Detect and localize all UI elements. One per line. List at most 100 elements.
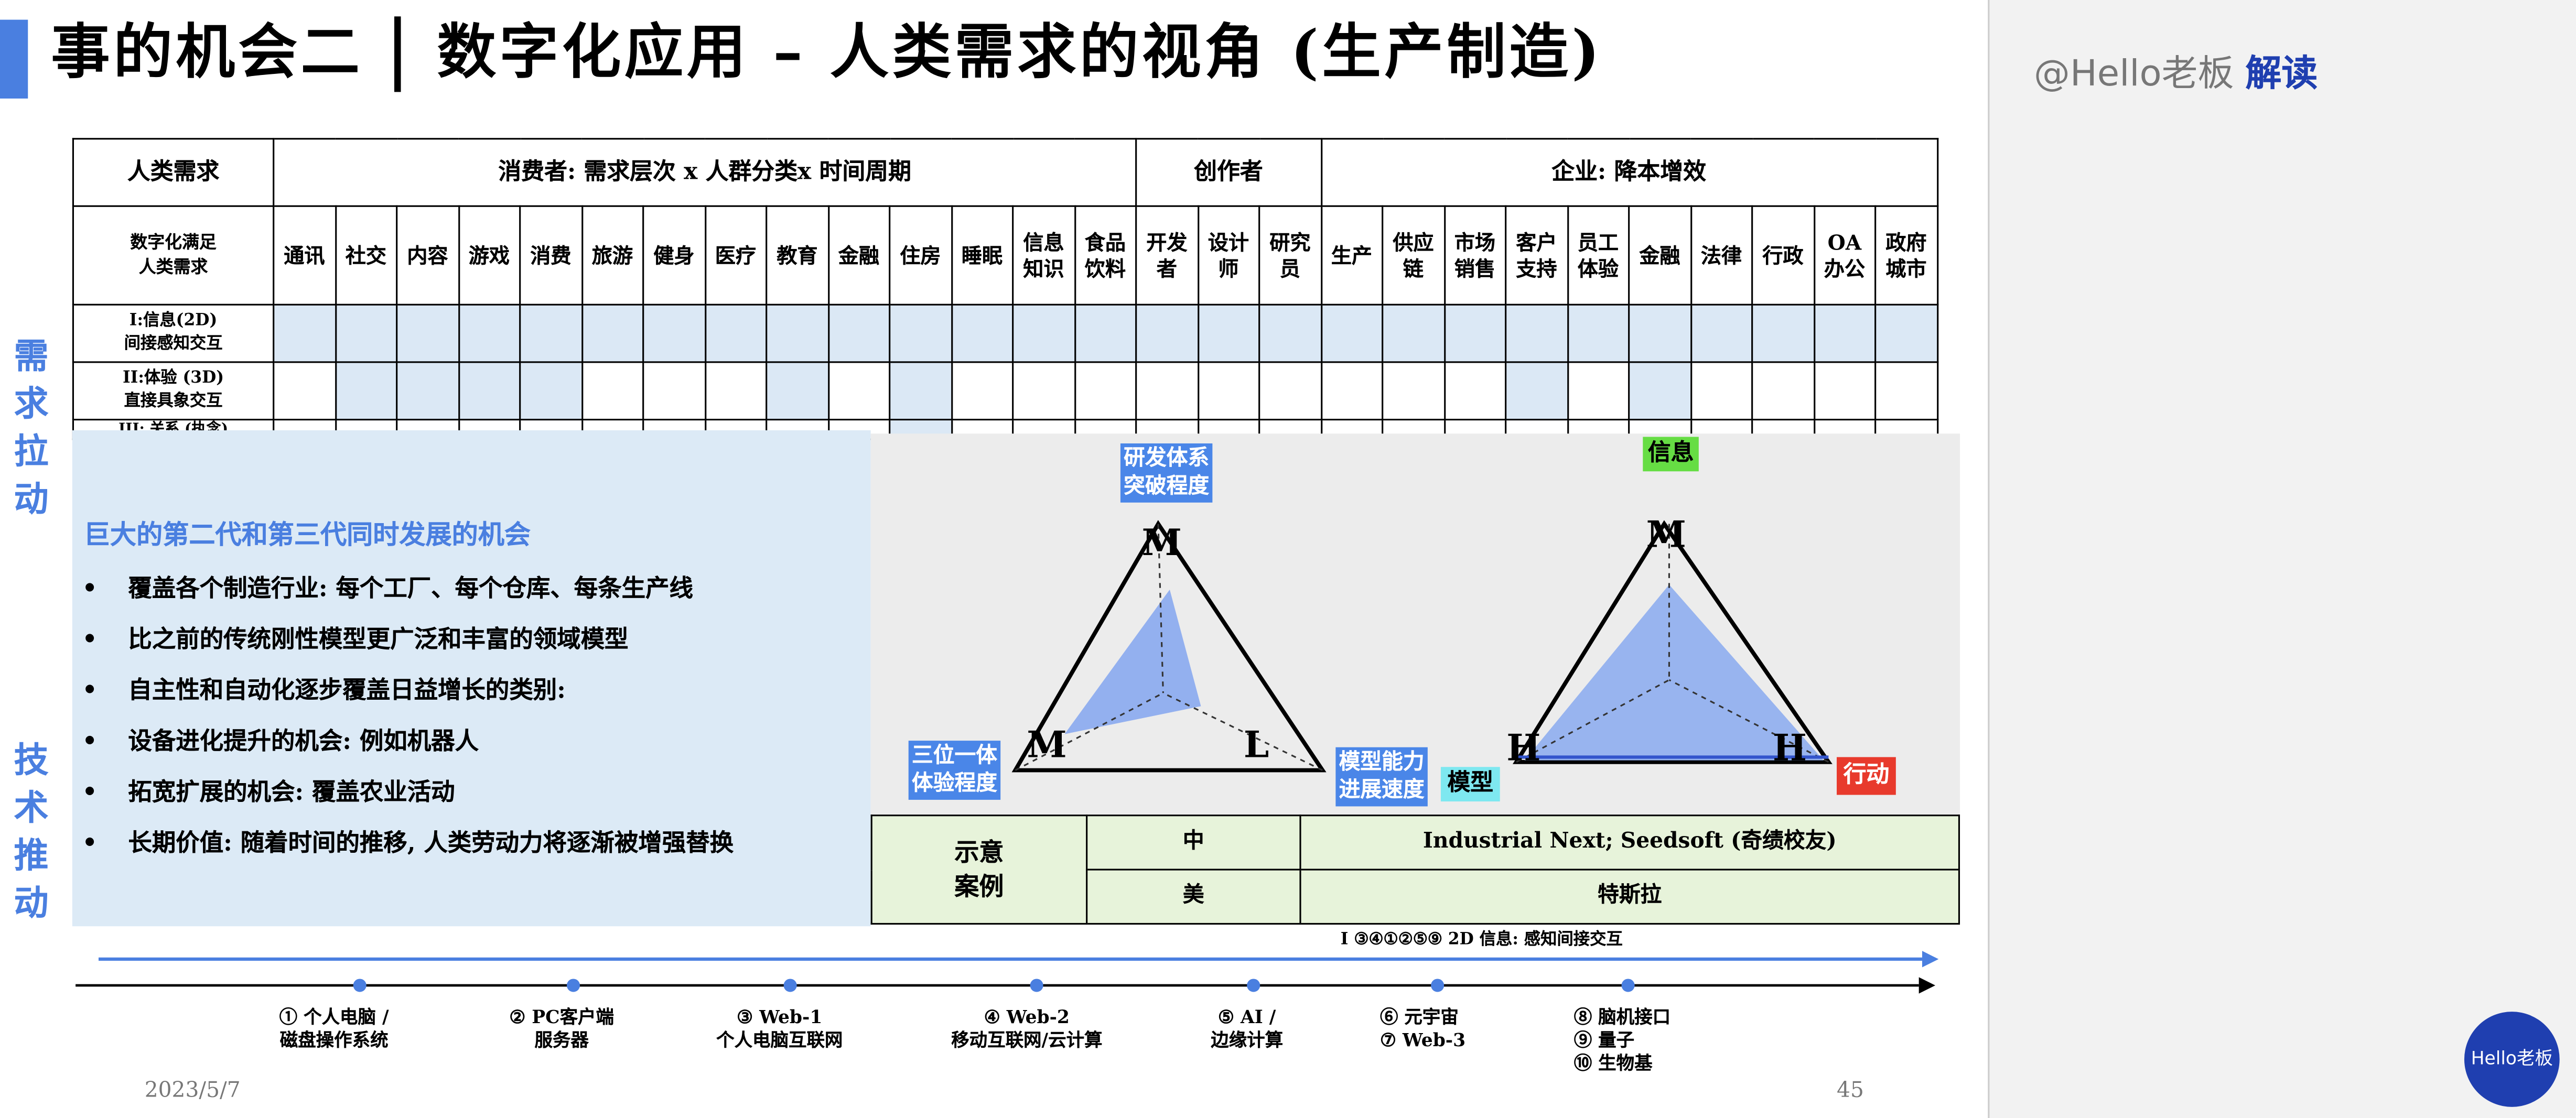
header-enterprise: 企业: 降本增效 [1320, 138, 1938, 207]
example-china-value: Industrial Next; Seedsoft (奇绩校友) [1299, 815, 1960, 871]
left-top-letter: M [1141, 522, 1182, 565]
table-cell [457, 303, 521, 363]
right-triangle [1512, 520, 1833, 764]
category-header: 法律 [1689, 205, 1753, 306]
label-trinity-experience: 三位一体体验程度 [908, 741, 1001, 800]
bullet-2: •比之前的传统刚性模型更广泛和丰富的领域模型 [82, 625, 629, 654]
category-header: 住房 [889, 205, 952, 306]
category-header: 政府城市 [1874, 205, 1938, 306]
example-china: 中 [1086, 815, 1301, 871]
table-cell [827, 361, 891, 421]
table-cell [1073, 303, 1137, 363]
left-bottom-right-letter: L [1243, 724, 1269, 767]
author-credit: @Hello老板 解读 [2034, 54, 2318, 95]
page-title: 事的机会二 [51, 18, 363, 88]
header-creator: 创作者 [1135, 138, 1322, 207]
table-cell [766, 361, 829, 421]
table-cell [704, 361, 768, 421]
bullet-3: •自主性和自动化逐步覆盖日益增长的类别: [82, 676, 566, 705]
table-cell [1751, 361, 1815, 421]
category-header: 内容 [396, 205, 459, 306]
table-cell [1012, 361, 1075, 421]
bullet-5: •拓宽扩展的机会: 覆盖农业活动 [82, 778, 455, 807]
table-cell [1258, 361, 1322, 421]
example-label: 示意案例 [870, 815, 1088, 925]
table-cell [1874, 303, 1938, 363]
left-triangle [1011, 520, 1327, 773]
table-cell [1813, 361, 1877, 421]
category-header: 教育 [766, 205, 829, 306]
table-cell [1382, 303, 1445, 363]
table-cell [1813, 303, 1877, 363]
category-header: 游戏 [457, 205, 521, 306]
example-table: 示意案例 中 Industrial Next; Seedsoft (奇绩校友) … [870, 815, 1960, 925]
triangle-diagrams [1011, 520, 1833, 773]
label-model-speed: 模型能力进展速度 [1335, 747, 1428, 807]
header-consumer: 消费者: 需求层次 x 人群分类x 时间周期 [273, 138, 1137, 207]
right-top-letter: M [1646, 514, 1686, 557]
table-cell [1135, 361, 1199, 421]
table-cell [1073, 361, 1137, 421]
table-cell [519, 361, 583, 421]
right-sidebar [1988, 0, 2576, 1118]
table-cell [1505, 303, 1568, 363]
table-cell [889, 303, 952, 363]
category-header: 行政 [1751, 205, 1815, 306]
table-cell [950, 361, 1014, 421]
table-cell [1197, 303, 1260, 363]
table-cell [642, 361, 706, 421]
bullet-4: •设备进化提升的机会: 例如机器人 [82, 728, 479, 756]
table-cell [1443, 303, 1507, 363]
page-number: 45 [1837, 1079, 1864, 1104]
table-cell [1566, 303, 1630, 363]
table-cell [766, 303, 829, 363]
table-cell [642, 303, 706, 363]
timeline-label-1: ① 个人电脑 /磁盘操作系统 [279, 1006, 389, 1051]
right-radar-area [1524, 584, 1824, 761]
right-bottom-left-letter: H [1506, 728, 1541, 770]
category-header: 食品饮料 [1073, 205, 1137, 306]
category-header: 开发者 [1135, 205, 1199, 306]
bullet-1: •覆盖各个制造行业: 每个工厂、每个仓库、每条生产线 [82, 574, 693, 603]
table-cell [1505, 361, 1568, 421]
row-label-experience: II:体验 (3D)直接具象交互 [72, 361, 275, 421]
category-header: 研究员 [1258, 205, 1322, 306]
table-cell [273, 303, 336, 363]
timeline-label-2: ② PC客户端服务器 [509, 1006, 614, 1051]
category-header: 睡眠 [950, 205, 1014, 306]
table-cell [334, 361, 398, 421]
table-cell [1443, 361, 1507, 421]
table-cell [1012, 303, 1075, 363]
category-header: 市场销售 [1443, 205, 1507, 306]
opportunity-panel [72, 430, 871, 927]
table-cell [1874, 361, 1938, 421]
table-cell [1197, 361, 1260, 421]
label-info: 信息 [1643, 437, 1699, 472]
side-label-demand: 需求拉动 [14, 335, 49, 519]
example-us: 美 [1086, 869, 1301, 925]
right-bottom-right-letter: H [1772, 728, 1807, 770]
category-header: 社交 [334, 205, 398, 306]
category-header: 消费 [519, 205, 583, 306]
side-label-tech: 技术推动 [14, 739, 49, 923]
table-cell [1320, 361, 1384, 421]
table-cell [889, 361, 952, 421]
table-cell [519, 303, 583, 363]
table-cell [1258, 303, 1322, 363]
table-cell [1689, 361, 1753, 421]
left-radar-area [1064, 589, 1201, 734]
table-cell [1135, 303, 1199, 363]
table-cell [457, 361, 521, 421]
table-cell [827, 303, 891, 363]
footer-date: 2023/5/7 [144, 1079, 241, 1104]
table-cell [396, 361, 459, 421]
category-header: 通讯 [273, 205, 336, 306]
category-header: 信息知识 [1012, 205, 1075, 306]
category-header: 客户支持 [1505, 205, 1568, 306]
table-cell [273, 361, 336, 421]
timeline-label-5: ⑤ AI /边缘计算 [1211, 1006, 1284, 1051]
